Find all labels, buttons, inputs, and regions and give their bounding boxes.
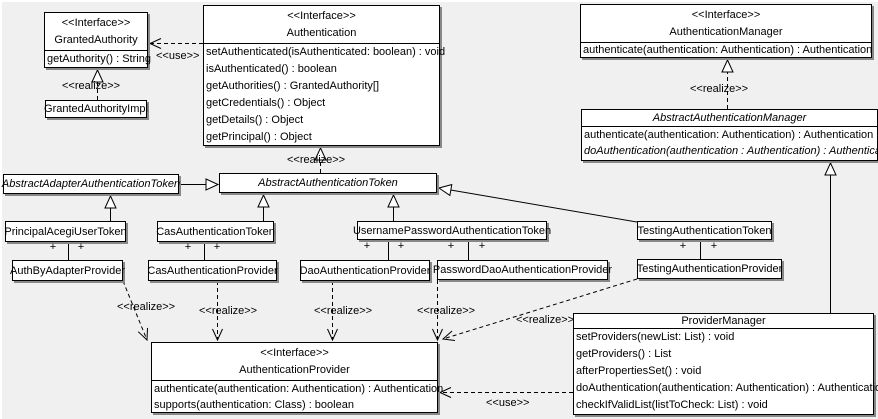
class-granted-authority[interactable]: <<Interface>> GrantedAuthority getAuthor… — [44, 12, 151, 68]
method-label: authenticate(authentication: Authenticat… — [583, 44, 873, 56]
class-name: AuthenticationManager — [669, 26, 783, 38]
class-abstract-authentication-manager[interactable]: AbstractAuthenticationManager authentica… — [581, 109, 878, 161]
class-cas-authentication-provider[interactable]: CasAuthenticationProvider — [147, 260, 278, 281]
class-auth-by-adapter-provider[interactable]: AuthByAdapterProvider — [10, 260, 125, 281]
class-header: <<Interface>> GrantedAuthority — [45, 13, 147, 51]
plus-label: + — [397, 240, 405, 252]
plus-label: + — [184, 241, 192, 253]
plus-label: + — [710, 240, 718, 252]
realize-label: <<realize>> — [516, 314, 575, 326]
method-label: authenticate(authentication: Authenticat… — [584, 129, 874, 141]
class-name: Authentication — [286, 27, 357, 39]
gen-testingtoken-to-abstracttoken — [437, 183, 638, 223]
stereotype-label: <<Interface>> — [260, 347, 329, 359]
realize-label: <<realize>> — [117, 301, 176, 313]
class-authentication[interactable]: <<Interface>> Authentication setAuthenti… — [203, 5, 446, 146]
class-testing-authentication-provider[interactable]: TestingAuthenticationProvider — [637, 259, 782, 279]
method-label: getCredentials() : Object — [206, 97, 326, 109]
class-header: <<Interface>> Authentication — [204, 6, 439, 44]
use-label: <<use>> — [486, 397, 530, 409]
class-name: ProviderManager — [574, 314, 873, 329]
class-header: <<Interface>> AuthenticationProvider — [152, 343, 437, 381]
class-name: TestingAuthenticationProvider — [636, 263, 783, 275]
class-name: DaoAuthenticationProvider — [299, 264, 431, 277]
class-abstract-authentication-token[interactable]: AbstractAuthenticationToken — [219, 173, 437, 193]
realize-label: <<realize>> — [690, 83, 749, 95]
class-name: GrantedAuthority — [54, 34, 138, 46]
class-name: AbstractAuthenticationManager — [582, 110, 877, 127]
class-principal-acegi-user-token[interactable]: PrincipalAcegiUserToken — [4, 221, 127, 242]
class-header: <<Interface>> AuthenticationManager — [581, 5, 871, 43]
method-label: isAuthenticated() : boolean — [206, 63, 337, 75]
class-name: PrincipalAcegiUserToken — [4, 225, 127, 238]
stereotype-label: <<Interface>> — [287, 10, 356, 22]
class-name: PasswordDaoAuthenticationProvider — [432, 264, 613, 276]
class-name: AuthByAdapterProvider — [10, 264, 125, 277]
method-label: doAuthentication(authentication : Authen… — [584, 145, 878, 157]
class-testing-authentication-token[interactable]: TestingAuthenticationToken — [637, 221, 772, 240]
class-name: CasAuthenticationProvider — [147, 264, 278, 277]
realize-label: <<realize>> — [62, 80, 121, 92]
method-label: afterPropertiesSet() : void — [576, 365, 702, 377]
method-label: setAuthenticated(isAuthenticated: boolea… — [206, 46, 446, 58]
method-label: authenticate(authentication: Authenticat… — [154, 383, 444, 395]
realize-label: <<realize>> — [287, 154, 346, 166]
method-label: getAuthorities() : GrantedAuthority[] — [206, 80, 380, 92]
method-label: getDetails() : Object — [206, 114, 304, 126]
stereotype-label: <<Interface>> — [61, 17, 131, 29]
plus-label: + — [679, 240, 687, 252]
plus-label: + — [478, 240, 486, 252]
class-name: AbstractAuthenticationToken — [258, 177, 398, 189]
real-authbyadapterprovider-to-authprovider — [122, 280, 148, 342]
use-label: <<use>> — [156, 50, 200, 62]
class-authentication-provider[interactable]: <<Interface>> AuthenticationProvider aut… — [151, 342, 444, 413]
method-label: supports(authentication: Class) : boolea… — [154, 399, 354, 411]
method-label: checkIfValidList(listToCheck: List) : vo… — [576, 399, 768, 411]
class-password-dao-authentication-provider[interactable]: PasswordDaoAuthenticationProvider — [433, 260, 612, 280]
realize-label: <<realize>> — [199, 305, 258, 317]
class-name: CasAuthenticationToken — [156, 225, 275, 238]
realize-label: <<realize>> — [417, 305, 476, 317]
method-label: getPrincipal() : Object — [206, 131, 312, 143]
plus-label: + — [213, 241, 221, 253]
class-abstract-adapter-authentication-token[interactable]: AbstractAdapterAuthenticationToken — [1, 174, 181, 194]
method-label: getAuthority() : String — [47, 53, 151, 65]
class-name: AbstractAdapterAuthenticationToken — [1, 178, 181, 190]
class-name: GrantedAuthorityImpl — [44, 103, 148, 115]
realize-label: <<realize>> — [314, 305, 373, 317]
plus-label: + — [49, 241, 57, 253]
class-username-password-authentication-token[interactable]: UsernamePasswordAuthenticationToken — [353, 221, 551, 240]
class-name: AuthenticationProvider — [239, 364, 350, 376]
class-cas-authentication-token[interactable]: CasAuthenticationToken — [156, 221, 275, 242]
class-name: UsernamePasswordAuthenticationToken — [352, 224, 552, 237]
class-name: TestingAuthenticationToken — [637, 224, 772, 237]
plus-label: + — [77, 241, 85, 253]
method-label: getProviders() : List — [576, 348, 672, 360]
real-testingprovider-to-authprovider — [441, 278, 638, 342]
plus-label: + — [447, 240, 455, 252]
method-label: doAuthentication(authentication: Authent… — [576, 382, 878, 394]
class-granted-authority-impl[interactable]: GrantedAuthorityImpl — [44, 100, 148, 118]
method-label: setProviders(newList: List) : void — [576, 331, 735, 343]
plus-label: + — [363, 240, 371, 252]
class-dao-authentication-provider[interactable]: DaoAuthenticationProvider — [300, 260, 430, 281]
stereotype-label: <<Interface>> — [691, 9, 761, 21]
class-provider-manager[interactable]: ProviderManager setProviders(newList: Li… — [573, 313, 878, 415]
class-authentication-manager[interactable]: <<Interface>> AuthenticationManager auth… — [580, 4, 872, 58]
